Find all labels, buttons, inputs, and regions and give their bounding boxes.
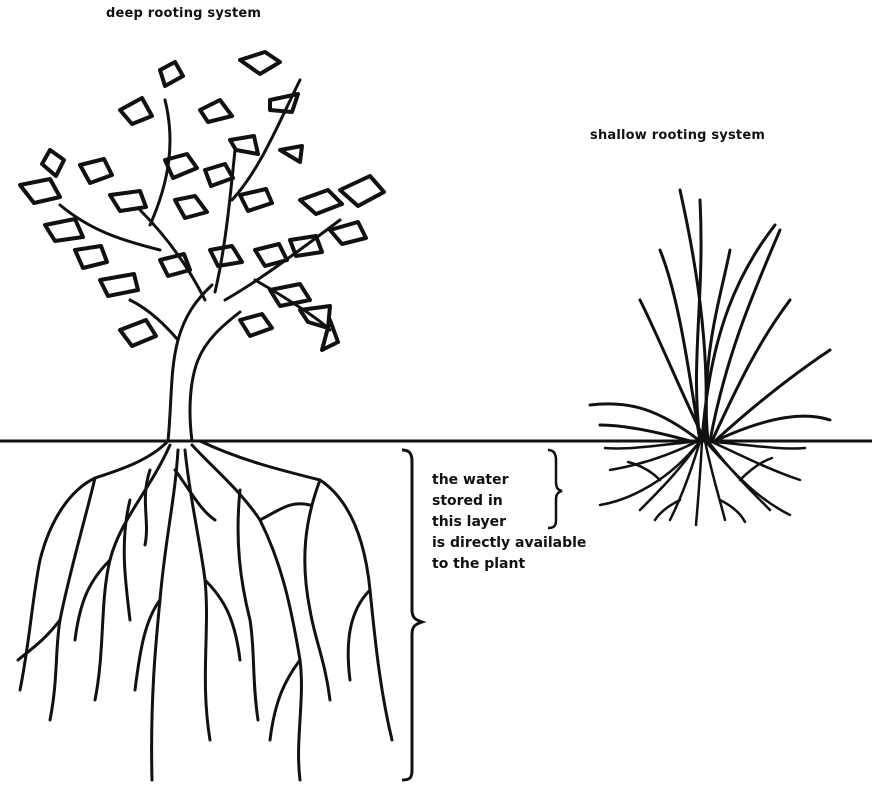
annotation-line: the water xyxy=(432,472,509,488)
annotation-line: to the plant xyxy=(432,556,526,572)
grass-roots xyxy=(598,439,807,527)
tree-roots xyxy=(16,439,394,782)
annotation-line: stored in xyxy=(432,493,503,509)
water-layer-annotation: the water stored in this layer is direct… xyxy=(432,470,586,575)
water-layer-bracket xyxy=(401,448,427,782)
shallow-layer-bracket xyxy=(547,448,563,530)
annotation-line: is directly available xyxy=(432,535,587,551)
tree-foliage xyxy=(18,50,386,352)
tree-illustration xyxy=(58,78,342,443)
shallow-rooting-label: shallow rooting system xyxy=(590,128,766,143)
grass-illustration xyxy=(588,188,832,443)
annotation-line: this layer xyxy=(432,514,507,530)
deep-rooting-label: deep rooting system xyxy=(106,6,262,21)
